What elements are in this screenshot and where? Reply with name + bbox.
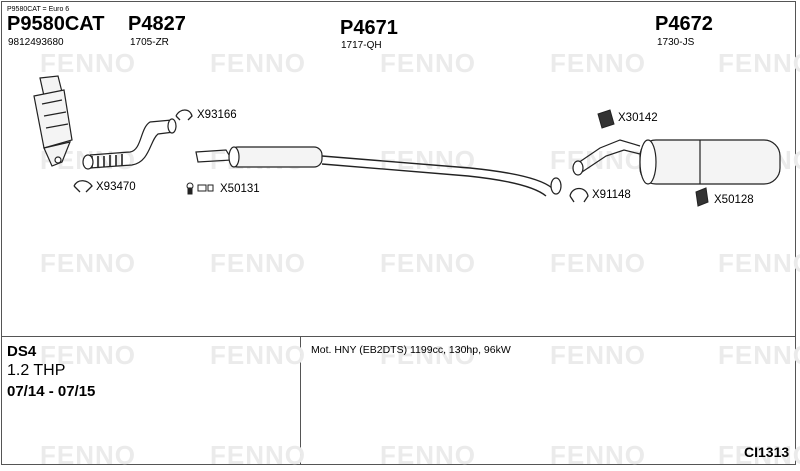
callout-x93470: X93470 <box>96 181 136 193</box>
hanger-x50128-icon <box>695 187 709 207</box>
part-number-p4827: P4827 <box>128 13 186 35</box>
watermark-text: FENNO <box>550 248 646 278</box>
watermark-text: FENNO <box>210 440 306 470</box>
header-note: P9580CAT = Euro 6 <box>7 6 70 13</box>
part-sub-p4827: 1705-ZR <box>130 37 169 48</box>
front-pipe-drawing <box>82 118 177 170</box>
vehicle-engine: 1.2 THP <box>7 362 66 379</box>
info-column-divider <box>300 336 301 465</box>
rear-silencer-drawing <box>572 139 781 185</box>
watermark-text: FENNO <box>40 48 136 78</box>
watermark-text: FENNO <box>550 48 646 78</box>
part-sub-p9580cat: 9812493680 <box>8 37 64 48</box>
watermark-text: FENNO <box>718 340 800 370</box>
part-sub-p4671: 1717-QH <box>341 40 382 51</box>
watermark-text: FENNO <box>40 440 136 470</box>
watermark-text: FENNO <box>380 48 476 78</box>
clamp-x91148-icon <box>569 187 589 203</box>
vehicle-years: 07/14 - 07/15 <box>7 383 96 400</box>
callout-x91148: X91148 <box>592 189 631 201</box>
motor-spec: Mot. HNY (EB2DTS) 1199cc, 130hp, 96kW <box>311 344 511 356</box>
vehicle-model: DS4 <box>7 343 37 360</box>
watermark-text: FENNO <box>210 340 306 370</box>
watermark-text: FENNO <box>718 48 800 78</box>
watermark-text: FENNO <box>718 248 800 278</box>
gasket-x93470-icon <box>73 180 93 193</box>
watermark-text: FENNO <box>380 440 476 470</box>
catalytic-converter-drawing <box>33 75 73 167</box>
watermark-text: FENNO <box>40 248 136 278</box>
info-divider <box>1 336 796 337</box>
part-number-p4671: P4671 <box>340 17 398 39</box>
watermark-text: FENNO <box>380 248 476 278</box>
part-number-p4672: P4672 <box>655 13 713 35</box>
hanger-x30142-icon <box>597 109 615 129</box>
diagram-border <box>1 1 796 465</box>
clamp-x93166-icon <box>175 109 193 121</box>
watermark-text: FENNO <box>210 248 306 278</box>
bolts-x50131-icon <box>186 182 214 195</box>
watermark-text: FENNO <box>40 340 136 370</box>
watermark-text: FENNO <box>210 48 306 78</box>
callout-x93166: X93166 <box>197 109 237 121</box>
watermark-text: FENNO <box>550 340 646 370</box>
diagram-code: CI1313 <box>744 444 790 460</box>
part-number-p9580cat: P9580CAT <box>7 13 105 35</box>
watermark-text: FENNO <box>380 340 476 370</box>
watermark-text: FENNO <box>718 440 800 470</box>
callout-x30142: X30142 <box>618 112 658 124</box>
watermark-text: FENNO <box>550 440 646 470</box>
centre-silencer-drawing <box>195 146 562 197</box>
callout-x50128: X50128 <box>714 194 754 206</box>
exhaust-parts-drawing <box>33 75 781 207</box>
callout-x50131: X50131 <box>220 183 260 195</box>
part-sub-p4672: 1730-JS <box>657 37 695 48</box>
